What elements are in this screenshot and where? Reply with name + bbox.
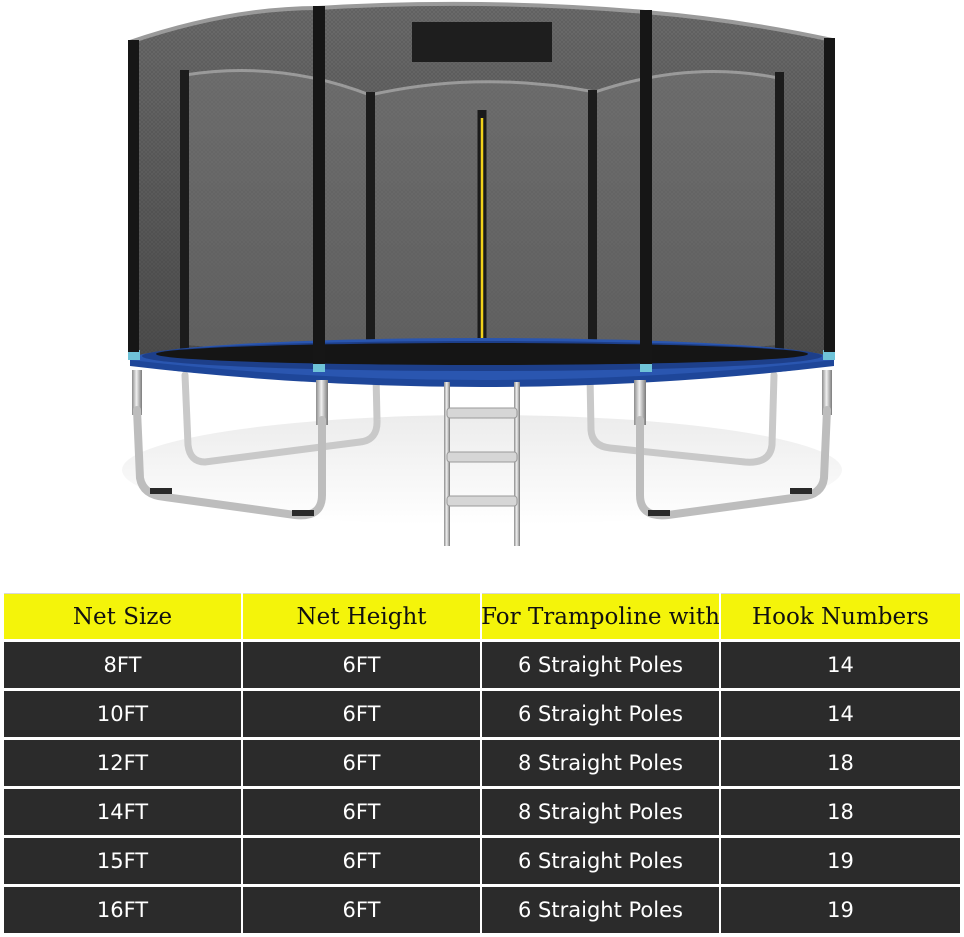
back-poles — [180, 70, 784, 362]
jumping-mat — [156, 343, 808, 365]
cell-hook-numbers: 19 — [721, 838, 960, 884]
net-logo-patch — [412, 22, 552, 62]
cell-trampoline-with: 6 Straight Poles — [482, 838, 719, 884]
cell-net-height: 6FT — [243, 740, 480, 786]
cell-hook-numbers: 18 — [721, 740, 960, 786]
back-legs — [181, 371, 778, 466]
cell-net-height: 6FT — [243, 642, 480, 688]
cell-trampoline-with: 8 Straight Poles — [482, 789, 719, 835]
cell-net-size: 14FT — [4, 789, 241, 835]
header-net-size: Net Size — [4, 593, 241, 639]
cell-hook-numbers: 18 — [721, 789, 960, 835]
table-row: 15FT 6FT 6 Straight Poles 19 — [4, 838, 960, 884]
cell-net-size: 15FT — [4, 838, 241, 884]
cell-net-height: 6FT — [243, 887, 480, 933]
cell-trampoline-with: 6 Straight Poles — [482, 691, 719, 737]
header-net-height: Net Height — [243, 593, 480, 639]
ladder — [444, 382, 520, 546]
trampoline-product-image — [122, 1, 842, 546]
front-legs — [132, 370, 832, 520]
cell-trampoline-with: 6 Straight Poles — [482, 642, 719, 688]
pole-connectors — [128, 350, 835, 372]
cell-hook-numbers: 14 — [721, 642, 960, 688]
cell-net-height: 6FT — [243, 838, 480, 884]
front-poles — [128, 6, 835, 364]
cell-net-height: 6FT — [243, 691, 480, 737]
table-row: 14FT 6FT 8 Straight Poles 18 — [4, 789, 960, 835]
cell-trampoline-with: 8 Straight Poles — [482, 740, 719, 786]
table-row: 12FT 6FT 8 Straight Poles 18 — [4, 740, 960, 786]
cell-net-size: 16FT — [4, 887, 241, 933]
header-trampoline-with: For Trampoline with — [482, 593, 719, 639]
table-header-row: Net Size Net Height For Trampoline with … — [4, 593, 960, 639]
spec-table: Net Size Net Height For Trampoline with … — [4, 593, 960, 933]
cell-net-height: 6FT — [243, 789, 480, 835]
table-row: 8FT 6FT 6 Straight Poles 14 — [4, 642, 960, 688]
cell-trampoline-with: 6 Straight Poles — [482, 887, 719, 933]
cell-hook-numbers: 19 — [721, 887, 960, 933]
cell-net-size: 10FT — [4, 691, 241, 737]
table-row: 10FT 6FT 6 Straight Poles 14 — [4, 691, 960, 737]
cell-net-size: 8FT — [4, 642, 241, 688]
table-row: 16FT 6FT 6 Straight Poles 19 — [4, 887, 960, 933]
ground-shadow — [122, 415, 842, 525]
cell-hook-numbers: 14 — [721, 691, 960, 737]
header-hook-numbers: Hook Numbers — [721, 593, 960, 639]
cell-net-size: 12FT — [4, 740, 241, 786]
